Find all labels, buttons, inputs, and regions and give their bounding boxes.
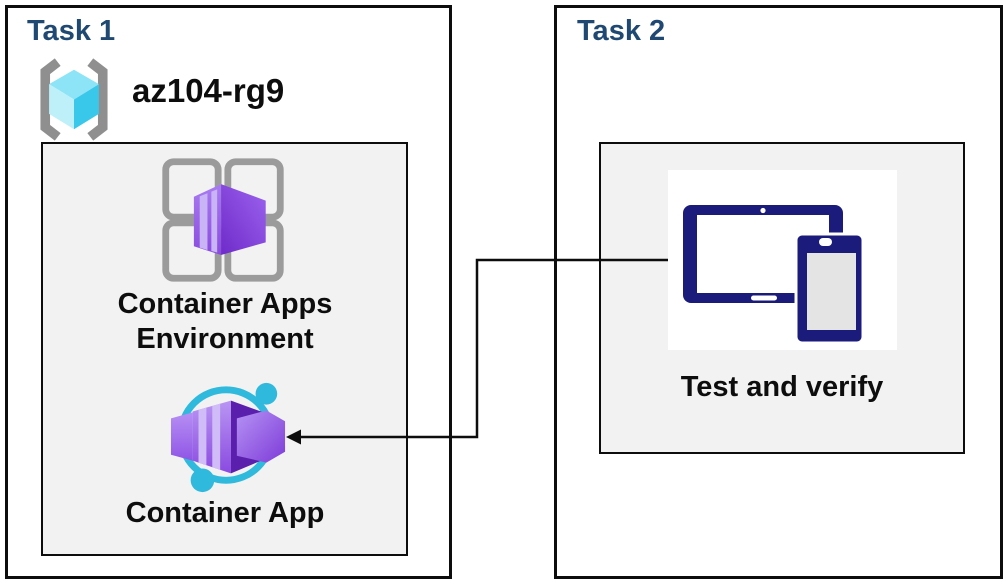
- azure-resource-group-icon: [40, 58, 108, 141]
- task2-title: Task 2: [577, 15, 666, 47]
- container-apps-environment-label: Container Apps Environment: [117, 288, 333, 355]
- test-and-verify-label: Test and verify: [680, 371, 884, 403]
- tablet-and-phone-icon: [683, 205, 865, 345]
- resource-group-name: az104-rg9: [132, 72, 285, 109]
- container-app-label: Container App: [125, 497, 325, 529]
- container-apps-environment-icon: [162, 158, 284, 282]
- container-app-icon: [170, 382, 286, 493]
- task1-title: Task 1: [27, 15, 116, 47]
- device-card: [668, 170, 897, 350]
